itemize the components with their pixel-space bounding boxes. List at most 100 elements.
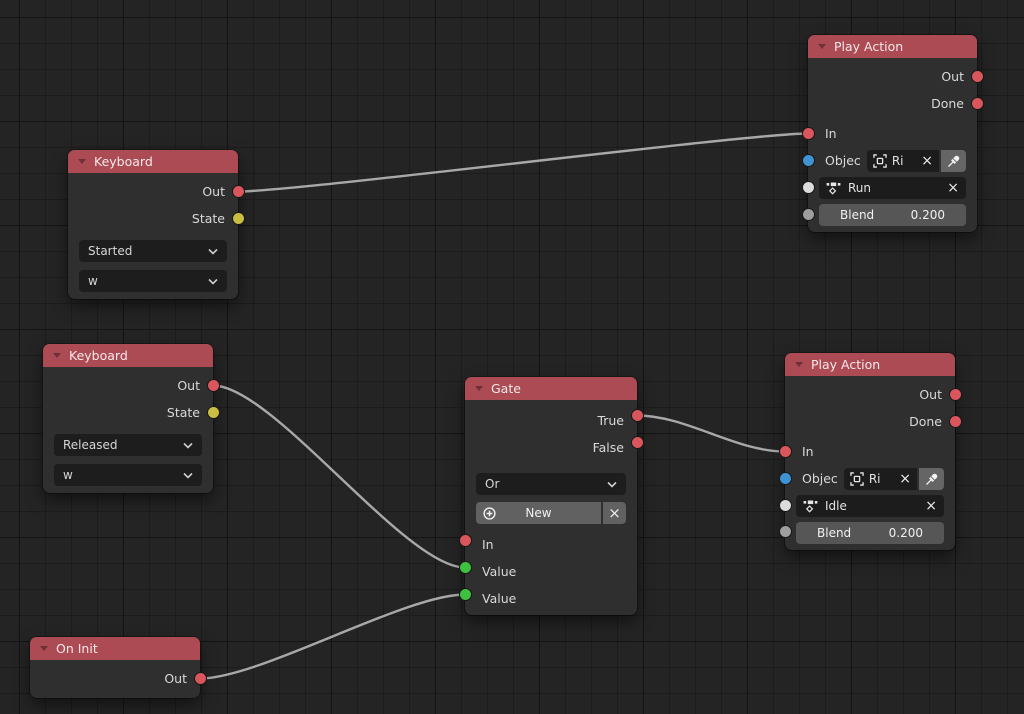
socket-out[interactable]: [948, 388, 962, 401]
socket-action[interactable]: [778, 499, 792, 512]
chevron-down-icon: [183, 442, 193, 449]
input-row-in: In: [808, 120, 977, 147]
dropdown-value: Or: [485, 477, 500, 491]
node-header[interactable]: Keyboard: [43, 344, 213, 367]
logic-dropdown[interactable]: Or: [476, 473, 626, 495]
collapse-triangle-icon[interactable]: [78, 159, 86, 164]
chevron-down-icon: [183, 472, 193, 479]
clear-object-icon[interactable]: ×: [899, 470, 911, 487]
node-header[interactable]: Keyboard: [68, 150, 238, 173]
socket-false[interactable]: [630, 436, 644, 449]
collapse-triangle-icon[interactable]: [795, 362, 803, 367]
event-dropdown[interactable]: Released: [54, 434, 202, 456]
socket-label: Value: [482, 564, 517, 579]
output-row-out: Out: [785, 381, 955, 408]
node-header[interactable]: On Init: [30, 637, 200, 660]
clear-object-icon[interactable]: ×: [921, 152, 933, 169]
eyedropper-icon: [947, 155, 959, 167]
output-row-state: State: [43, 399, 213, 426]
slider-value: 0.200: [910, 207, 945, 222]
object-field[interactable]: Ri ×: [866, 149, 939, 172]
slider-label: Blend: [817, 525, 852, 540]
node-play-action-2[interactable]: Play Action Out Done In Objec Ri ×: [778, 353, 962, 550]
blend-slider[interactable]: Blend 0.200: [796, 521, 944, 544]
node-keyboard-2[interactable]: Keyboard Out State Released w: [43, 344, 220, 493]
node-gate[interactable]: Gate True False Or New × In Value Value: [458, 377, 644, 615]
socket-in[interactable]: [801, 127, 815, 140]
dropdown-value: Released: [63, 438, 118, 452]
close-icon: ×: [608, 503, 621, 522]
slider-label: Blend: [840, 207, 875, 222]
plus-circle-icon: [483, 506, 496, 520]
socket-object[interactable]: [778, 472, 792, 485]
socket-object[interactable]: [801, 154, 815, 167]
wire-keyboard2-to-gate-value1[interactable]: [212, 384, 466, 569]
wire-oninit-to-gate-value2[interactable]: [199, 593, 466, 680]
input-row-value2: Value: [465, 585, 637, 612]
eyedropper-button[interactable]: [941, 149, 966, 172]
socket-out[interactable]: [193, 672, 207, 685]
input-row-in: In: [465, 531, 637, 558]
input-row-in: In: [785, 438, 955, 465]
action-field[interactable]: Idle ×: [796, 494, 944, 517]
socket-action[interactable]: [801, 181, 815, 194]
socket-out[interactable]: [970, 70, 984, 83]
chevron-down-icon: [208, 278, 218, 285]
socket-label: Value: [482, 591, 517, 606]
action-field[interactable]: Run ×: [819, 176, 966, 199]
node-header[interactable]: Gate: [465, 377, 637, 400]
output-row-out: Out: [43, 372, 213, 399]
socket-label: Out: [164, 671, 187, 686]
node-header[interactable]: Play Action: [785, 353, 955, 376]
output-row-out: Out: [68, 178, 238, 205]
node-on-init[interactable]: On Init Out: [30, 637, 207, 698]
socket-done[interactable]: [970, 97, 984, 110]
node-play-action-1[interactable]: Play Action Out Done In Objec Ri ×: [801, 35, 984, 232]
new-close-button[interactable]: ×: [603, 502, 626, 524]
socket-label: State: [191, 211, 225, 226]
output-row-false: False: [465, 434, 637, 461]
clear-action-icon[interactable]: ×: [947, 179, 959, 196]
blend-slider[interactable]: Blend 0.200: [819, 203, 966, 226]
socket-blend[interactable]: [778, 525, 792, 538]
key-dropdown[interactable]: w: [54, 464, 202, 486]
action-field-row: Idle ×: [785, 492, 955, 519]
collapse-triangle-icon[interactable]: [53, 353, 61, 358]
object-data-icon: [850, 471, 864, 486]
node-keyboard-1[interactable]: Keyboard Out State Started w: [68, 150, 245, 299]
socket-out[interactable]: [206, 379, 220, 392]
socket-in[interactable]: [778, 445, 792, 458]
key-dropdown[interactable]: w: [79, 270, 227, 292]
collapse-triangle-icon[interactable]: [475, 386, 483, 391]
output-row-done: Done: [808, 90, 977, 117]
node-title: Gate: [491, 381, 521, 396]
dropdown-value: w: [63, 468, 73, 482]
object-name: Ri: [868, 471, 881, 486]
socket-state[interactable]: [231, 212, 245, 225]
node-header[interactable]: Play Action: [808, 35, 977, 58]
clear-action-icon[interactable]: ×: [925, 497, 937, 514]
socket-label: Out: [202, 184, 225, 199]
socket-done[interactable]: [948, 415, 962, 428]
wire-gate-true-to-playaction2[interactable]: [636, 414, 786, 453]
eyedropper-button[interactable]: [919, 467, 944, 490]
socket-value2[interactable]: [458, 588, 472, 601]
event-dropdown[interactable]: Started: [79, 240, 227, 262]
socket-value1[interactable]: [458, 561, 472, 574]
new-controller-row: New ×: [476, 502, 626, 524]
collapse-triangle-icon[interactable]: [818, 44, 826, 49]
blend-slider-row: Blend 0.200: [808, 201, 977, 232]
new-button[interactable]: New: [476, 502, 601, 524]
socket-true[interactable]: [630, 409, 644, 422]
wire-keyboard1-to-playaction1[interactable]: [237, 132, 809, 193]
collapse-triangle-icon[interactable]: [40, 646, 48, 651]
object-field[interactable]: Ri ×: [843, 467, 917, 490]
socket-label: Out: [919, 387, 942, 402]
new-button-label: New: [525, 506, 552, 520]
socket-out[interactable]: [231, 185, 245, 198]
socket-in[interactable]: [458, 534, 472, 547]
output-row-true: True: [465, 407, 637, 434]
socket-blend[interactable]: [801, 208, 815, 221]
socket-state[interactable]: [206, 406, 220, 419]
